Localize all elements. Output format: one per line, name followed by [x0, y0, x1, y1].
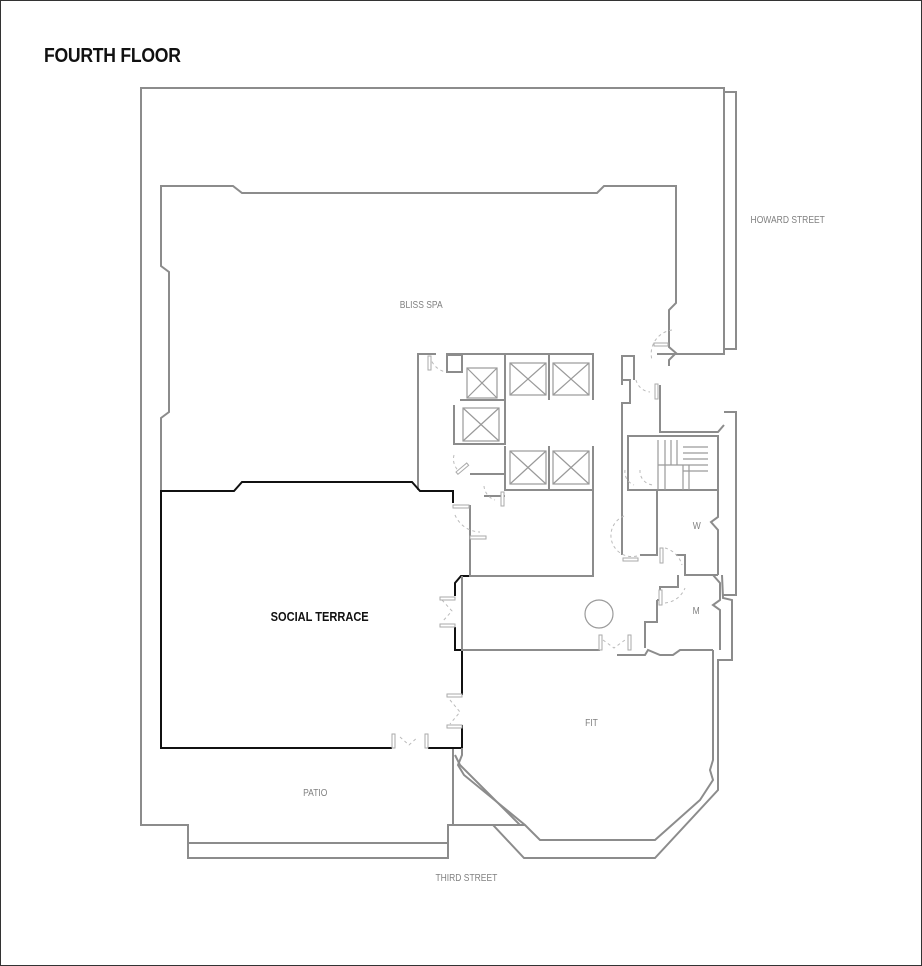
floor-title: FOURTH FLOOR [44, 45, 181, 67]
fit-walls [456, 748, 526, 826]
street-label-third: THIRD STREET [435, 873, 498, 884]
room-label-womens-restroom[interactable]: W [692, 521, 701, 532]
elevator-core [446, 353, 600, 651]
room-label-bliss-spa[interactable]: BLISS SPA [399, 300, 443, 311]
east-service-block [454, 355, 725, 841]
street-label-howard: HOWARD STREET [750, 215, 825, 226]
building-outline [140, 87, 737, 859]
bliss-spa-walls [160, 185, 724, 490]
room-label-fit[interactable]: FIT [585, 718, 598, 729]
room-label-social-terrace[interactable]: SOCIAL TERRACE [270, 609, 369, 624]
room-label-mens-restroom[interactable]: M [692, 606, 700, 617]
room-label-patio[interactable]: PATIO [303, 788, 328, 799]
doors [391, 329, 686, 749]
stair-treads [658, 440, 708, 490]
